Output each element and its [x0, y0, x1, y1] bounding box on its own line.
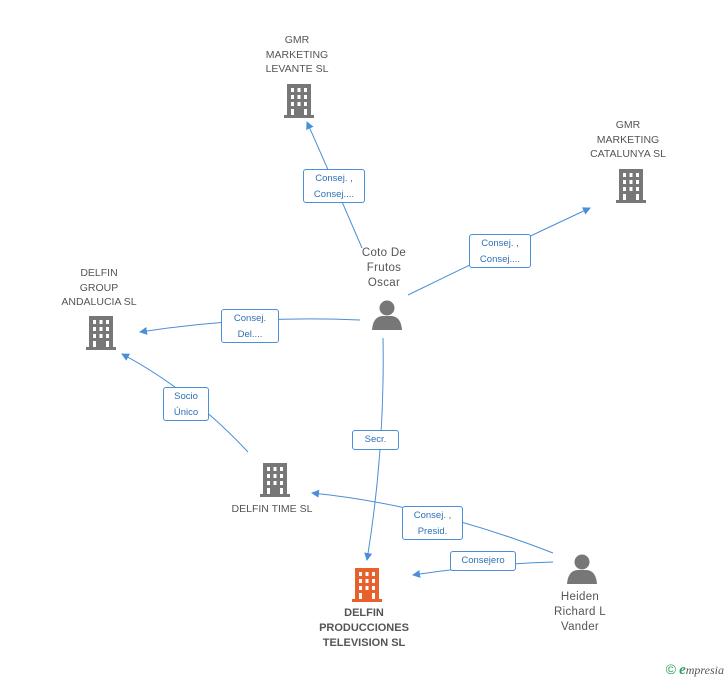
building-icon-focus[interactable]: [352, 568, 382, 602]
person-icon[interactable]: [567, 554, 597, 585]
person-label-heiden[interactable]: Heiden Richard L Vander: [554, 591, 606, 633]
company-label-delfin-time[interactable]: DELFIN TIME SL: [231, 503, 313, 515]
brand-logo[interactable]: empresia: [679, 662, 724, 678]
building-icon[interactable]: [616, 169, 646, 203]
copyright-icon: ©: [665, 661, 677, 677]
edge-label-time-andalucia[interactable]: Socio Único: [163, 387, 209, 421]
company-label-gmr-catalunya[interactable]: GMR MARKETING CATALUNYA SL: [590, 119, 666, 160]
company-label-delfin-andalucia[interactable]: DELFIN GROUP ANDALUCIA SL: [61, 267, 137, 308]
building-icon[interactable]: [260, 463, 290, 497]
edge-label-coto-catalunya[interactable]: Consej. , Consej....: [469, 234, 531, 268]
edge-label-heiden-time[interactable]: Consej. , Presid.: [402, 506, 463, 540]
building-icon[interactable]: [86, 316, 116, 350]
building-icon[interactable]: [284, 84, 314, 118]
company-label-delfin-producciones[interactable]: DELFIN PRODUCCIONES TELEVISION SL: [319, 607, 409, 649]
edge-label-coto-levante[interactable]: Consej. , Consej....: [303, 169, 365, 203]
edge-label-heiden-producciones[interactable]: Consejero: [450, 551, 516, 571]
person-icon[interactable]: [372, 300, 402, 331]
edge-label-coto-producciones[interactable]: Secr.: [352, 430, 399, 450]
company-label-gmr-levante[interactable]: GMR MARKETING LEVANTE SL: [265, 34, 329, 75]
footer-brand: ©empresia: [666, 661, 724, 679]
person-label-coto[interactable]: Coto De Frutos Oscar: [361, 247, 407, 289]
edge-label-coto-andalucia[interactable]: Consej. Del....: [221, 309, 279, 343]
